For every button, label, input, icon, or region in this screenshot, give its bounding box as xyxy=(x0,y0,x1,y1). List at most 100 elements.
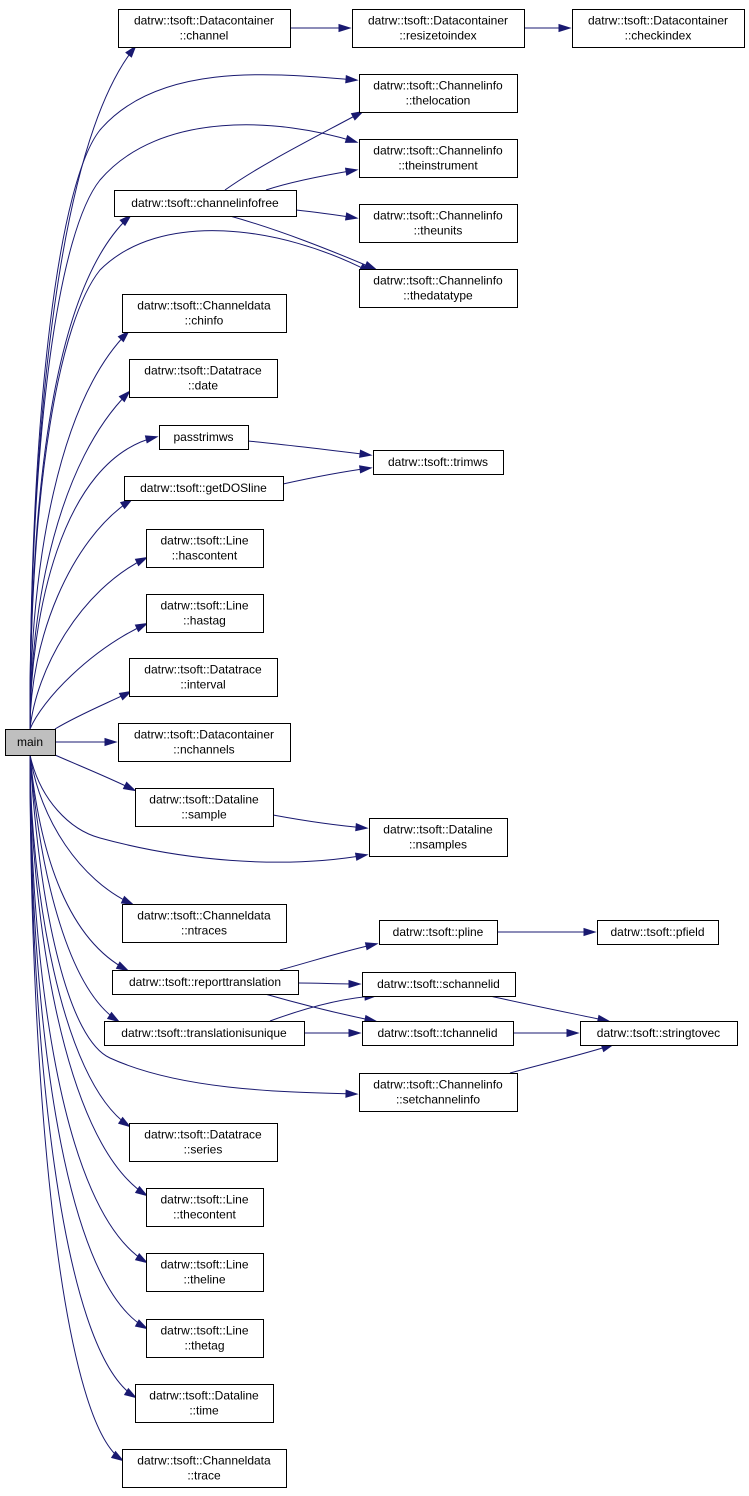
node-box xyxy=(369,818,508,857)
node-label: datrw::tsoft::trimws xyxy=(388,455,488,469)
node-dc_check[interactable]: datrw::tsoft::Datacontainer::checkindex xyxy=(572,9,745,48)
arrowhead-icon xyxy=(344,212,359,221)
node-box xyxy=(146,529,264,568)
edge-main-to-dl_sample xyxy=(54,754,137,792)
node-box xyxy=(104,1021,305,1046)
node-dl_sample[interactable]: datrw::tsoft::Dataline::sample xyxy=(135,788,274,827)
edge-reporttrans-to-schannelid xyxy=(297,979,362,989)
node-trimws[interactable]: datrw::tsoft::trimws xyxy=(373,450,504,475)
node-schannelid[interactable]: datrw::tsoft::schannelid xyxy=(362,972,516,997)
arrowhead-icon xyxy=(359,449,373,458)
edge-cif-to-ci_location xyxy=(224,110,365,191)
node-box xyxy=(159,425,249,450)
edge-getdos-to-trimws xyxy=(282,465,373,485)
edge-main-to-ln_thetag xyxy=(29,754,149,1330)
node-box xyxy=(362,972,516,997)
node-label: datrw::tsoft::Datatrace xyxy=(144,1128,262,1142)
node-dt_series[interactable]: datrw::tsoft::Datatrace::series xyxy=(129,1123,278,1162)
node-ci_instrument[interactable]: datrw::tsoft::Channelinfo::theinstrument xyxy=(359,139,518,178)
node-ln_hascontent[interactable]: datrw::tsoft::Line::hascontent xyxy=(146,529,264,568)
edge-main-to-passtrimws xyxy=(29,435,159,730)
node-dc_nchannels[interactable]: datrw::tsoft::Datacontainer::nchannels xyxy=(118,723,291,762)
edge-cif-to-ci_units xyxy=(295,209,359,221)
edge-main-to-transunique xyxy=(29,754,121,1023)
node-label: datrw::tsoft::Line xyxy=(160,534,248,548)
edge-cif-to-ci_instrument xyxy=(265,167,359,191)
node-main[interactable]: main xyxy=(5,729,56,756)
node-ci_units[interactable]: datrw::tsoft::Channelinfo::theunits xyxy=(359,204,518,243)
arrowhead-icon xyxy=(583,927,597,937)
edge-line xyxy=(29,215,131,730)
node-ci_datatype[interactable]: datrw::tsoft::Channelinfo::thedatatype xyxy=(359,269,518,308)
node-dt_date[interactable]: datrw::tsoft::Datatrace::date xyxy=(129,359,278,398)
node-label: datrw::tsoft::Channelinfo xyxy=(373,209,503,223)
node-label: ::hastag xyxy=(183,614,226,628)
edge-line xyxy=(29,754,357,1095)
node-ci_location[interactable]: datrw::tsoft::Channelinfo::thelocation xyxy=(359,74,518,113)
edge-main-to-ci_setchannel xyxy=(29,754,359,1098)
node-transunique[interactable]: datrw::tsoft::translationisunique xyxy=(104,1021,305,1046)
node-label: datrw::tsoft::Channeldata xyxy=(137,299,271,313)
edge-line xyxy=(265,169,357,191)
arrowhead-icon xyxy=(119,214,132,227)
node-dl_time[interactable]: datrw::tsoft::Dataline::time xyxy=(135,1384,274,1423)
edge-reporttrans-to-pline xyxy=(279,942,379,971)
node-label: datrw::tsoft::Datacontainer xyxy=(588,14,728,28)
edge-line xyxy=(29,754,147,1329)
node-dc_resize[interactable]: datrw::tsoft::Datacontainer::resizetoind… xyxy=(352,9,525,48)
node-label: ::thetag xyxy=(184,1339,224,1353)
node-dl_nsamples[interactable]: datrw::tsoft::Dataline::nsamples xyxy=(369,818,508,857)
node-ln_thecontent[interactable]: datrw::tsoft::Line::thecontent xyxy=(146,1188,264,1227)
arrowhead-icon xyxy=(345,1089,359,1098)
node-dc_channel[interactable]: datrw::tsoft::Datacontainer::channel xyxy=(118,9,291,48)
node-getdos[interactable]: datrw::tsoft::getDOSline xyxy=(124,476,284,501)
arrowhead-icon xyxy=(125,44,137,58)
node-cd_trace[interactable]: datrw::tsoft::Channeldata::trace xyxy=(122,1449,287,1488)
node-box xyxy=(359,204,518,243)
node-label: datrw::tsoft::schannelid xyxy=(377,977,500,991)
node-cd_chinfo[interactable]: datrw::tsoft::Channeldata::chinfo xyxy=(122,294,287,333)
node-cif[interactable]: datrw::tsoft::channelinfofree xyxy=(114,190,297,217)
node-dt_interval[interactable]: datrw::tsoft::Datatrace::interval xyxy=(129,658,278,697)
edge-line xyxy=(29,391,130,730)
edge-main-to-ln_theline xyxy=(29,754,149,1264)
edge-line xyxy=(29,623,147,730)
node-cd_ntraces[interactable]: datrw::tsoft::Channeldata::ntraces xyxy=(122,904,287,943)
node-label: ::setchannelinfo xyxy=(396,1093,480,1107)
arrowhead-icon xyxy=(118,690,133,701)
edge-line xyxy=(29,754,147,1263)
node-passtrimws[interactable]: passtrimws xyxy=(159,425,249,450)
node-label: datrw::tsoft::Dataline xyxy=(149,1389,259,1403)
edge-line xyxy=(29,754,128,971)
edge-main-to-dt_interval xyxy=(54,690,133,730)
node-label: ::chinfo xyxy=(185,314,224,328)
node-label: datrw::tsoft::Channelinfo xyxy=(373,79,503,93)
node-ln_thetag[interactable]: datrw::tsoft::Line::thetag xyxy=(146,1319,264,1358)
node-stringtovec[interactable]: datrw::tsoft::stringtovec xyxy=(580,1021,738,1046)
node-tchannelid[interactable]: datrw::tsoft::tchannelid xyxy=(362,1021,514,1046)
edge-line xyxy=(29,230,371,730)
edge-passtrimws-to-trimws xyxy=(247,440,373,458)
node-label: datrw::tsoft::Datacontainer xyxy=(134,728,274,742)
node-ci_setchannel[interactable]: datrw::tsoft::Channelinfo::setchannelinf… xyxy=(359,1073,518,1112)
node-pline[interactable]: datrw::tsoft::pline xyxy=(379,920,498,945)
arrowhead-icon xyxy=(345,75,359,84)
node-label: ::thedatatype xyxy=(403,289,473,303)
edge-line xyxy=(29,754,133,905)
node-box xyxy=(124,476,284,501)
node-box xyxy=(118,9,291,48)
arrowhead-icon xyxy=(134,622,149,633)
arrowhead-icon xyxy=(348,979,362,989)
node-label: ::hascontent xyxy=(172,549,238,563)
node-reporttrans[interactable]: datrw::tsoft::reporttranslation xyxy=(112,970,299,995)
arrowhead-icon xyxy=(118,390,131,403)
arrowhead-icon xyxy=(122,781,137,792)
edge-line xyxy=(29,74,357,730)
node-pfield[interactable]: datrw::tsoft::pfield xyxy=(597,920,719,945)
node-label: ::nsamples xyxy=(409,838,467,852)
node-ln_hastag[interactable]: datrw::tsoft::Line::hastag xyxy=(146,594,264,633)
node-ln_theline[interactable]: datrw::tsoft::Line::theline xyxy=(146,1253,264,1292)
node-label: ::thecontent xyxy=(173,1208,236,1222)
arrowhead-icon xyxy=(344,167,359,176)
edge-main-to-dt_series xyxy=(29,754,132,1128)
